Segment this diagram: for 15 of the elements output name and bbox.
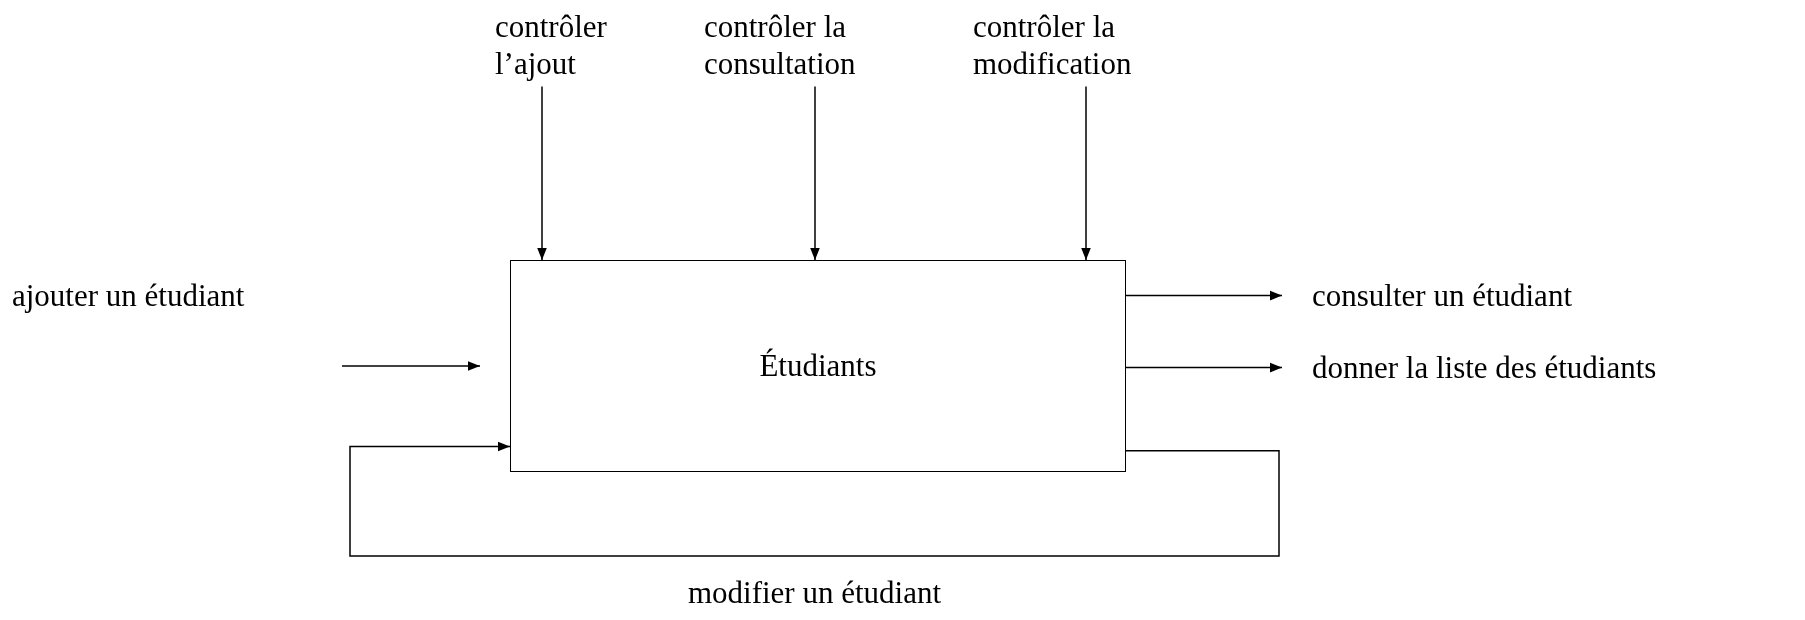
flow-label: contrôler l’ajout	[495, 8, 665, 83]
flow-label: donner la liste des étudiants	[1312, 349, 1792, 387]
arrow	[810, 85, 820, 261]
flow-label: consulter un étudiant	[1312, 277, 1692, 315]
arrow	[349, 441, 1280, 557]
arrow	[1125, 362, 1283, 373]
arrow	[341, 361, 481, 371]
box-title: Étudiants	[759, 347, 877, 385]
flow-label: contrôler la modification	[973, 8, 1188, 83]
arrow	[1125, 290, 1283, 301]
arrow	[1081, 85, 1091, 261]
process-box	[510, 260, 1126, 472]
flow-label: contrôler la consultation	[704, 8, 919, 83]
arrow	[537, 85, 547, 261]
flow-label: ajouter un étudiant	[12, 277, 342, 315]
